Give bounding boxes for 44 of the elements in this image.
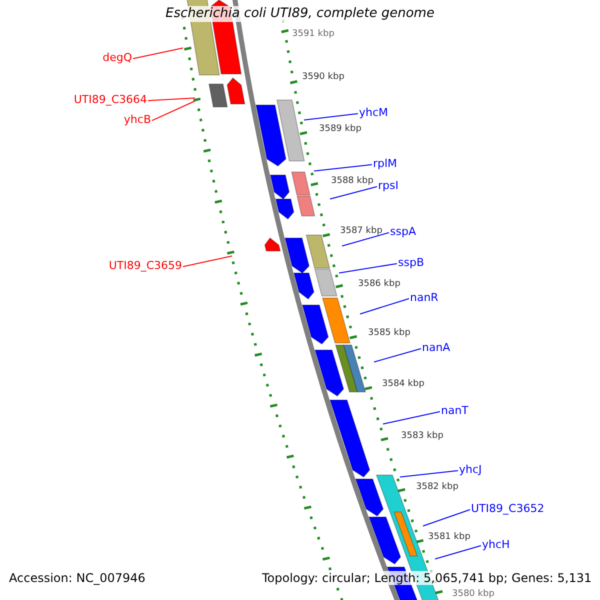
leader-line — [148, 98, 196, 102]
scale-label: 3588 kbp — [331, 176, 374, 186]
gene-label: yhcH — [482, 538, 510, 552]
leader-line — [382, 411, 440, 424]
scale-label: 3589 kbp — [319, 124, 362, 134]
scale-label: 3587 kbp — [340, 226, 382, 236]
scale-label: 3590 kbp — [302, 72, 344, 82]
scale-label: 3582 kbp — [416, 482, 458, 492]
gene-label: rpsI — [378, 179, 398, 192]
scale-label: 3585 kbp — [368, 328, 410, 338]
gene-label: UTI89_C3664 — [74, 93, 147, 106]
gene-label: yhcB — [124, 113, 151, 126]
gene-label: yhcM — [359, 106, 388, 120]
gene-label: nanR — [410, 291, 438, 304]
gene-label: UTI89_C3659 — [108, 259, 182, 272]
leader-line — [374, 348, 422, 362]
leader-line — [304, 113, 358, 120]
gene-label: degQ — [102, 51, 132, 64]
leader-line — [330, 186, 378, 200]
gene-label: sspA — [390, 225, 416, 238]
gene-label: UTI89_C3652 — [471, 502, 544, 516]
gene-label: rplM — [373, 157, 398, 170]
leader-line — [152, 100, 196, 122]
scale-label: 3580 kbp — [452, 588, 494, 600]
leader-line — [342, 232, 390, 246]
scale-label: 3591 kbp — [292, 28, 334, 40]
gene-label: nanA — [422, 341, 450, 354]
leader-line — [314, 164, 372, 172]
leader-line — [132, 48, 184, 60]
gene-label: nanT — [441, 404, 468, 418]
genome-info-text: Topology: circular; Length: 5,065,741 bp; Genes: 5,131 — [262, 570, 592, 586]
scale-label: 3584 kbp — [382, 378, 424, 390]
leader-line — [360, 298, 410, 314]
leader-line — [182, 256, 232, 268]
leader-line — [400, 470, 458, 478]
leader-line — [422, 509, 470, 526]
scale-label: 3586 kbp — [358, 278, 400, 290]
scale-label: 3583 kbp — [401, 430, 444, 442]
leader-line — [338, 263, 398, 274]
accession-text: Accession: NC_007946 — [9, 570, 146, 586]
leader-line — [434, 545, 482, 560]
gene-label: sspB — [398, 256, 424, 270]
scale-label: 3581 kbp — [428, 532, 470, 542]
gene-label: yhcJ — [459, 463, 482, 476]
